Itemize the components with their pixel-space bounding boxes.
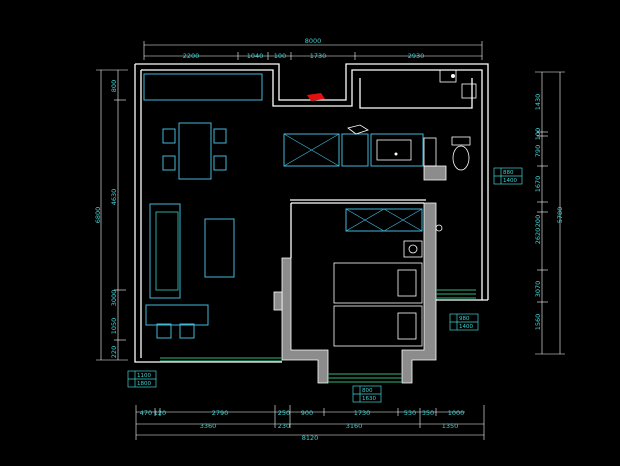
- right-dim-seg-7: 3070: [534, 281, 542, 298]
- bottom-dimension-lines: [135, 405, 485, 440]
- svg-text:1400: 1400: [503, 178, 517, 184]
- side-cabinet: [423, 137, 437, 167]
- svg-text:800: 800: [362, 388, 373, 394]
- top-dim-seg-1: 2200: [183, 52, 200, 60]
- svg-text:1100: 1100: [137, 373, 151, 379]
- balcony-window-bottom-left: [160, 357, 282, 362]
- wardrobe: [345, 208, 423, 232]
- sofa: [149, 203, 181, 299]
- bottom-dim-r2-4: 1350: [442, 422, 459, 430]
- svg-text:1400: 1400: [459, 324, 473, 330]
- top-dim-seg-4: 1730: [310, 52, 327, 60]
- bottom-dim-r2-1: 3360: [200, 422, 217, 430]
- bedroom-wall-right: [401, 202, 437, 384]
- balcony-window-bottom-bedroom: [328, 373, 402, 383]
- bottom-dim-r2-2: 230: [278, 422, 290, 430]
- bed-2-pillow: [397, 312, 417, 340]
- svg-text:1800: 1800: [137, 381, 151, 387]
- right-dim-seg-3: 790: [534, 145, 542, 157]
- bottom-dim-r1-7: 530: [404, 409, 416, 417]
- bottom-dim-r1-9: 1000: [448, 409, 465, 417]
- bottom-dim-r1-3: 2790: [212, 409, 229, 417]
- door-post: [273, 291, 283, 311]
- kitchen-corner-wall: [423, 165, 447, 181]
- sink-drain: [394, 152, 398, 156]
- stool-1: [156, 323, 172, 339]
- left-overall-dim: 6800: [94, 207, 102, 224]
- top-dim-seg-5: 2930: [408, 52, 425, 60]
- shower-tray: [461, 83, 477, 99]
- bath-fixture: [451, 74, 455, 78]
- top-dimension-lines: [143, 41, 483, 60]
- left-dim-seg-4: 1050: [110, 318, 118, 335]
- svg-text:1630: 1630: [362, 396, 376, 402]
- floor-drain-icon: [435, 224, 443, 232]
- right-dimension-lines: [535, 71, 565, 355]
- range-hood: [347, 124, 369, 135]
- svg-text:980: 980: [459, 316, 470, 322]
- tv-cabinet: [145, 304, 209, 326]
- left-dim-seg-1: 800: [110, 80, 118, 92]
- top-overall-dim: 8000: [305, 37, 322, 45]
- bottom-dim-r1-2: 120: [154, 409, 166, 417]
- exterior-walls: [134, 63, 489, 363]
- bed-2: [333, 305, 423, 347]
- bed-1-pillow: [397, 269, 417, 297]
- right-dim-seg-4: 1670: [534, 176, 542, 193]
- svg-text:880: 880: [503, 170, 514, 176]
- exhaust-marker: [307, 93, 325, 101]
- stool-2: [179, 323, 195, 339]
- top-dim-seg-3: 100: [274, 52, 286, 60]
- bath-cabinet: [439, 69, 457, 83]
- kitchen-counter: [283, 133, 424, 167]
- bottom-dim-r1-1: 470: [140, 409, 152, 417]
- right-dim-seg-5: 200: [534, 215, 542, 227]
- bottom-dim-r2-3: 3160: [346, 422, 363, 430]
- window-tag-3: 1100 1800: [127, 370, 157, 388]
- top-cabinet: [143, 73, 263, 101]
- coffee-table: [204, 218, 235, 278]
- toilet: [451, 136, 471, 171]
- bottom-dim-r1-8: 350: [422, 409, 434, 417]
- right-dim-seg-8: 1560: [534, 314, 542, 331]
- left-dim-seg-3: 3000: [110, 290, 118, 307]
- right-dim-seg-2: 100: [534, 128, 542, 140]
- left-dim-seg-2: 4630: [110, 189, 118, 206]
- bed-1: [333, 262, 423, 304]
- bedroom-wall-left: [281, 257, 329, 384]
- dining-table-set: [162, 122, 227, 180]
- window-tag-2: 980 1400: [449, 313, 479, 331]
- top-dim-seg-2: 1040: [247, 52, 264, 60]
- balcony-window-right: [436, 289, 476, 299]
- burner-icon: [408, 244, 418, 254]
- bottom-dim-r1-5: 900: [301, 409, 313, 417]
- bottom-dim-r1-6: 1730: [354, 409, 371, 417]
- right-dim-seg-6: 2620: [534, 228, 542, 245]
- bottom-overall-dim: 8120: [302, 434, 319, 442]
- window-tag-1: 880 1400: [493, 167, 523, 185]
- bottom-dim-r1-4: 250: [278, 409, 290, 417]
- right-overall-dim: 5780: [556, 207, 564, 224]
- kitchen-sink: [376, 139, 412, 161]
- left-dim-seg-5: 220: [110, 346, 118, 358]
- left-dimension-lines: [96, 69, 128, 361]
- bedside-stove-box: [403, 240, 423, 258]
- window-tag-4: 800 1630: [352, 385, 382, 403]
- wardrobe-cross: [345, 208, 423, 232]
- right-dim-seg-1: 1430: [534, 94, 542, 111]
